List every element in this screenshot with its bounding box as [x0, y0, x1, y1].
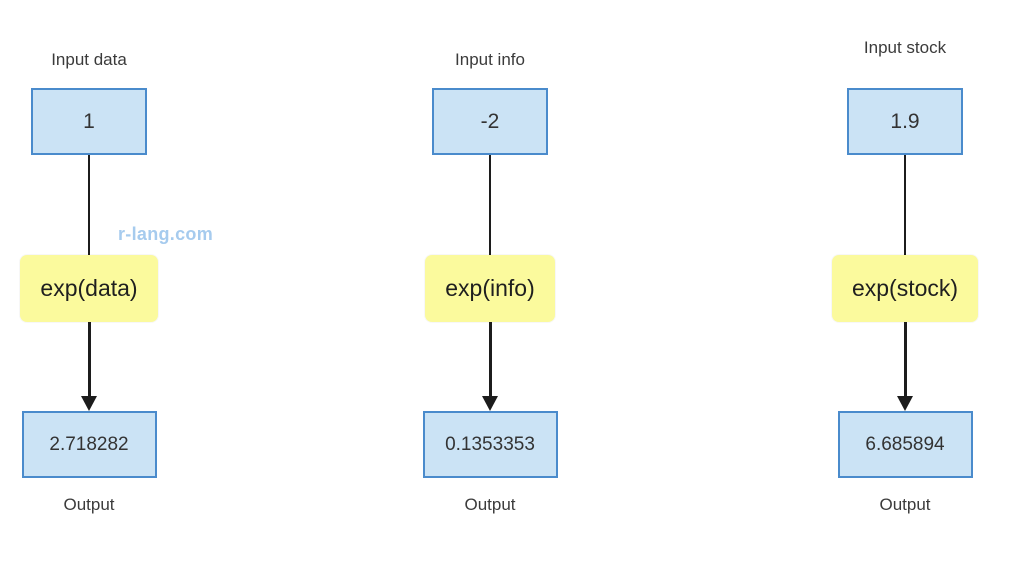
input-value: 1.9 [890, 109, 920, 133]
connector-line [489, 155, 491, 255]
down-arrow [81, 322, 97, 411]
arrow-line [903, 322, 907, 396]
down-arrow [897, 322, 913, 411]
arrow-head-icon [482, 396, 498, 411]
output-label: Output [63, 495, 115, 514]
connector-line [904, 155, 906, 255]
input-label: Input info [455, 50, 525, 69]
connector-line [88, 155, 90, 255]
input-label: Input stock [863, 38, 947, 57]
output-value-box: 0.1353353 [422, 411, 558, 478]
flow-column-info: Input info -2 exp(info) 0.1353353 Output [370, 50, 610, 515]
input-value-box: 1.9 [847, 88, 963, 155]
input-label: Input data [51, 50, 127, 69]
function-label: exp(data) [40, 275, 138, 301]
flow-column-stock: Input stock 1.9 exp(stock) 6.685894 Outp… [785, 38, 1024, 515]
input-value-box: 1 [31, 88, 147, 155]
arrow-line [87, 322, 91, 396]
down-arrow [482, 322, 498, 411]
output-value: 6.685894 [865, 433, 945, 455]
input-value: 1 [83, 109, 95, 133]
input-value: -2 [480, 109, 500, 133]
output-label: Output [464, 495, 516, 514]
output-value-box: 6.685894 [837, 411, 973, 478]
arrow-head-icon [81, 396, 97, 411]
output-value: 0.1353353 [445, 433, 535, 455]
watermark: r-lang.com [118, 224, 214, 244]
output-label: Output [879, 495, 931, 514]
output-value-box: 2.718282 [21, 411, 157, 478]
output-value: 2.718282 [49, 433, 129, 455]
function-box: exp(stock) [831, 255, 979, 322]
arrow-line [488, 322, 492, 396]
function-box: exp(info) [425, 255, 555, 322]
function-label: exp(info) [445, 275, 535, 301]
function-box: exp(data) [20, 255, 158, 322]
input-value-box: -2 [432, 88, 548, 155]
function-label: exp(stock) [851, 275, 959, 301]
arrow-head-icon [897, 396, 913, 411]
flow-column-data: Input data 1 exp(data) 2.718282 Output [0, 50, 209, 515]
